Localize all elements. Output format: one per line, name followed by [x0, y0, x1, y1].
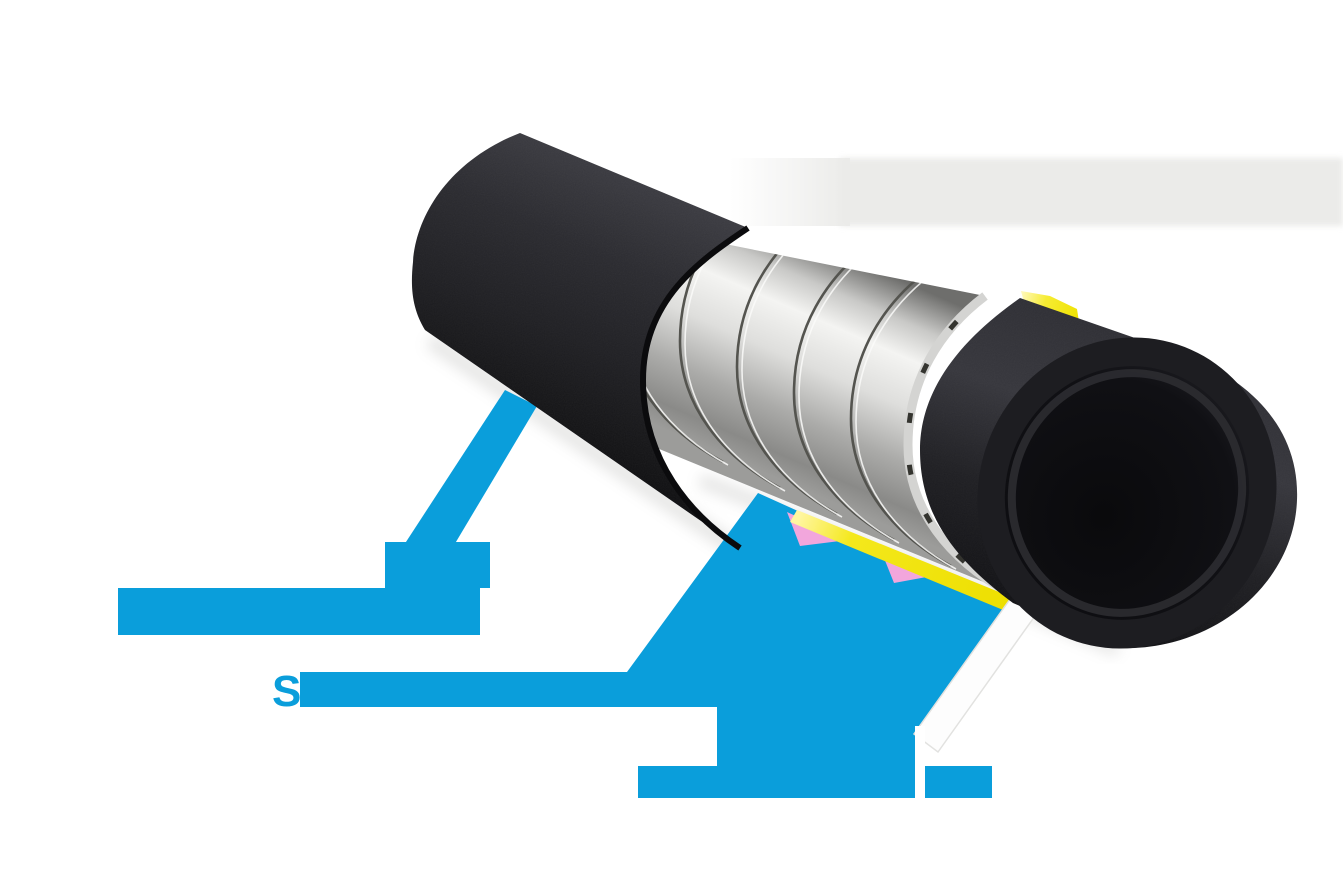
background-gray-band	[730, 158, 1343, 226]
callout-line-left	[404, 390, 537, 562]
callout-elbow-left	[385, 542, 490, 588]
steel-wrap-seams	[625, 225, 957, 570]
pipe-bore-inner-wall	[1007, 369, 1247, 617]
callout-wedge-center	[300, 493, 1013, 798]
steel-wrap-section	[625, 225, 1011, 596]
pipe-bore	[1004, 366, 1250, 620]
yellow-layer-stripe	[790, 510, 1014, 612]
label-bar-left	[118, 588, 480, 635]
white-band-gap	[915, 726, 925, 802]
callout-group: S	[118, 390, 1013, 798]
outer-jacket-cut-rim	[639, 225, 750, 551]
background-gray-band-rect	[840, 158, 1343, 226]
background-gray-band-fade	[730, 158, 850, 226]
steel-wrap-body	[625, 225, 1008, 592]
label-middle-letter: S	[272, 667, 301, 716]
wrap-end-ring-slots	[905, 294, 1010, 595]
shadow-jacket-bottom	[425, 333, 750, 562]
